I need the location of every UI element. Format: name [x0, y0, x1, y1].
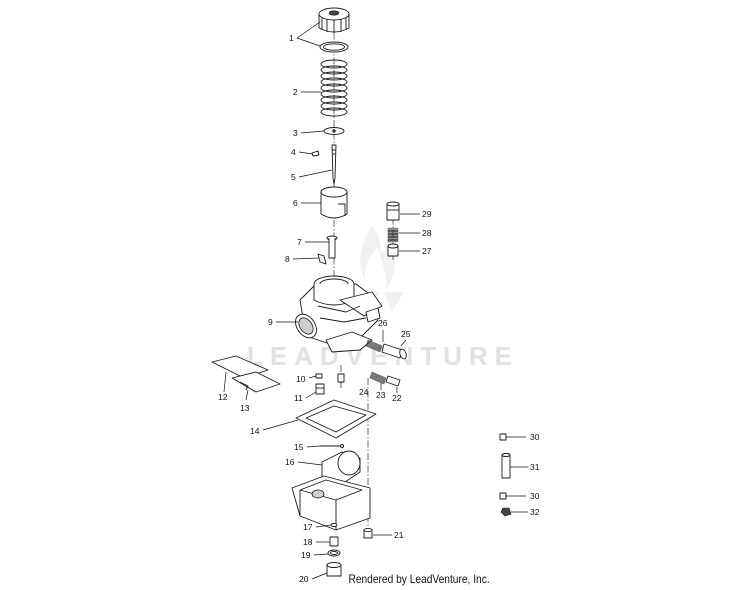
- callout-labels: 1 2 3 4 5 6 7 8 9 10 11 12 13 14 15 16 1…: [218, 33, 540, 584]
- callout-12: 12: [218, 392, 228, 402]
- callout-21: 21: [394, 530, 404, 540]
- part-right-hardware: [499, 433, 512, 517]
- part-float: [320, 444, 361, 485]
- part-screw-jet: [317, 235, 338, 265]
- part-drain-fittings: [326, 523, 373, 577]
- part-needle-plate: [323, 127, 345, 135]
- callout-19: 19: [301, 550, 311, 560]
- callout-29: 29: [422, 209, 432, 219]
- part-pilot-screw: [337, 371, 401, 387]
- callout-1: 1: [289, 33, 294, 43]
- part-clip-needle: [311, 144, 337, 185]
- callout-9: 9: [268, 317, 273, 327]
- callout-15: 15: [294, 442, 304, 452]
- part-float-bowl: [291, 475, 371, 531]
- watermark-text: LEADVENTURE: [247, 341, 519, 371]
- callout-10: 10: [296, 374, 306, 384]
- callout-6: 6: [293, 198, 298, 208]
- callout-20: 20: [299, 574, 309, 584]
- part-carburetor-body: [295, 275, 383, 353]
- part-spring: [320, 59, 348, 117]
- callout-13: 13: [240, 403, 250, 413]
- rendered-by-footer: Rendered by LeadVenture, Inc.: [0, 572, 750, 586]
- callout-25: 25: [401, 329, 411, 339]
- callout-30a: 30: [530, 432, 540, 442]
- footer-text: Rendered by LeadVenture, Inc.: [348, 572, 490, 586]
- part-jets: [315, 373, 325, 395]
- part-filter-screens: [211, 355, 281, 393]
- callout-8: 8: [285, 254, 290, 264]
- part-fitting-spring-plunger: [386, 201, 400, 257]
- part-throttle-slide: [320, 186, 348, 219]
- callout-11: 11: [294, 393, 303, 403]
- part-cap-ring: [318, 7, 350, 53]
- callout-14: 14: [250, 426, 260, 436]
- callout-18: 18: [303, 537, 313, 547]
- callout-27: 27: [422, 246, 432, 256]
- callout-4: 4: [291, 147, 296, 157]
- callout-30b: 30: [530, 491, 540, 501]
- callout-2: 2: [293, 87, 298, 97]
- callout-24: 24: [359, 387, 369, 397]
- callout-3: 3: [293, 128, 298, 138]
- callout-28: 28: [422, 228, 432, 238]
- callout-5: 5: [291, 172, 296, 182]
- callout-32: 32: [530, 507, 540, 517]
- callout-7: 7: [297, 237, 302, 247]
- callout-17: 17: [303, 522, 313, 532]
- callout-16: 16: [285, 457, 295, 467]
- leader-lines: [223, 21, 528, 580]
- callout-23: 23: [376, 390, 386, 400]
- part-idle-screw: [365, 339, 407, 360]
- part-gasket: [295, 399, 377, 439]
- callout-26: 26: [378, 318, 388, 328]
- callout-22: 22: [392, 393, 402, 403]
- callout-31: 31: [530, 462, 540, 472]
